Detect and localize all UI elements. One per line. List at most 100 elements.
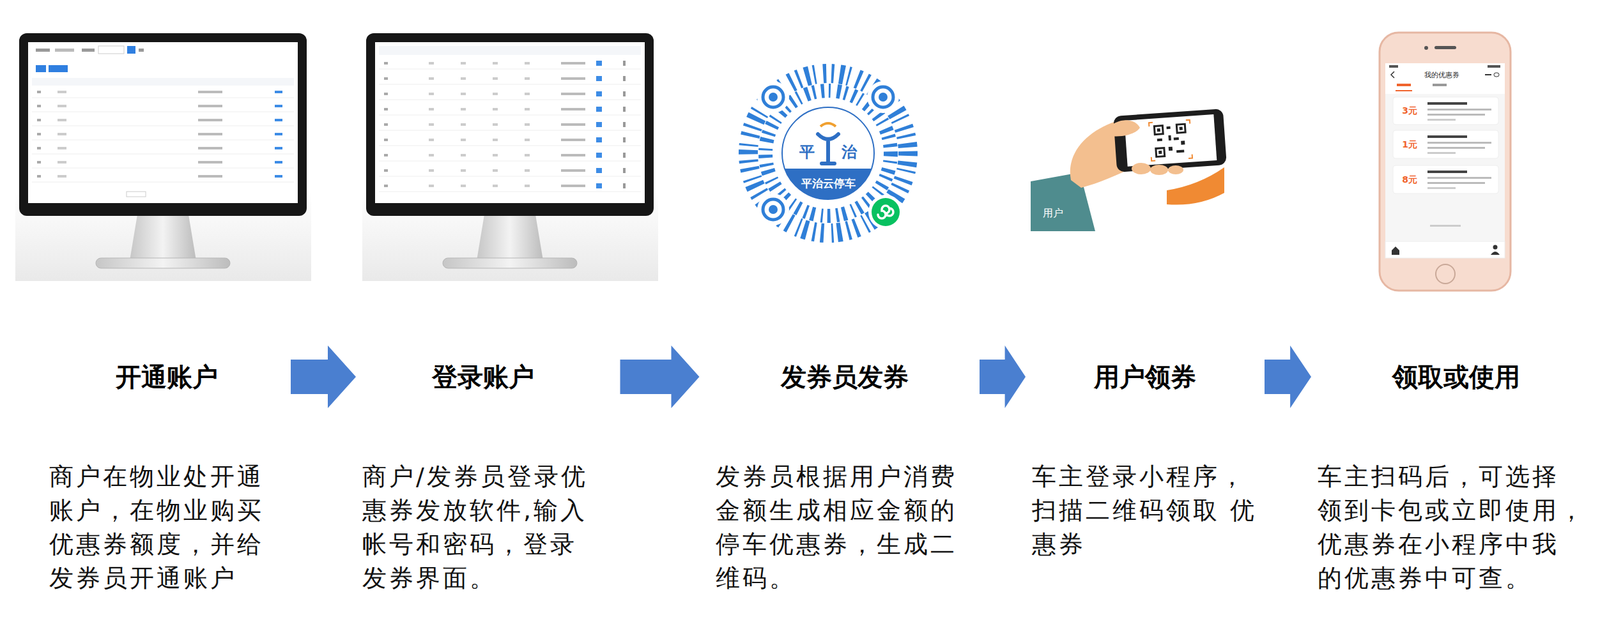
screen-row: [378, 76, 641, 85]
code-locator: [867, 81, 900, 114]
phone-screen: [1385, 63, 1505, 259]
screen-header: [31, 77, 294, 86]
screen-row: [378, 183, 641, 192]
tab-text: [1396, 83, 1411, 87]
illustration-label: 3元: [1401, 106, 1418, 116]
logo-figure: [817, 134, 839, 164]
step-description: 商户在物业处开通 账户，在物业购买 优惠券额度，并给 发券员开通账户: [49, 460, 285, 596]
scanning-phone: [1113, 108, 1227, 173]
menu-icon: [1493, 72, 1500, 77]
finger: [1168, 165, 1184, 175]
step-title: 登录账户: [362, 357, 604, 397]
screen-row: [31, 132, 294, 140]
illustration-label: 我的优惠券: [1424, 71, 1460, 79]
finger: [1150, 164, 1169, 176]
process-step: 用户领券车主登录小程序， 扫描二维码领取 优惠券: [1031, 357, 1259, 562]
load-more-hint: [1430, 224, 1461, 227]
flow-arrow: [1264, 345, 1312, 409]
step-title: 领取或使用: [1317, 357, 1595, 397]
code-locator: [757, 193, 790, 226]
illustration-label: 治: [841, 144, 857, 160]
logo-ground: [778, 103, 878, 204]
status-bar: [1389, 65, 1399, 68]
tab-text: [1432, 83, 1447, 87]
status-bar: [1487, 65, 1501, 68]
badge-symbol: [877, 205, 894, 219]
phone-speaker: [1434, 46, 1457, 50]
monitor-admin-list: [15, 33, 312, 282]
logo-band: [779, 168, 877, 202]
phone-camera: [1424, 46, 1429, 50]
home-button: [1435, 264, 1455, 284]
screen-row: [31, 90, 294, 98]
logo-arc: [820, 123, 836, 127]
screen-row: [378, 137, 641, 146]
code-ring: [765, 90, 891, 216]
screen-header: [1385, 63, 1505, 94]
process-step: 领取或使用车主扫码后，可选择 领到卡包或立即使用， 优惠券在小程序中我 的优惠券…: [1317, 357, 1595, 596]
process-step: 登录账户商户/发券员登录优 惠券发放软件,输入 帐号和密码，登录 发券界面。: [362, 357, 604, 596]
code-ring: [748, 73, 908, 234]
phone-frame: [1379, 32, 1511, 291]
screen-row: [378, 152, 641, 162]
hand-scanning: [1030, 108, 1227, 232]
flow-arrow: [979, 345, 1026, 409]
step-title: 开通账户: [49, 357, 285, 397]
screen-button: [35, 65, 47, 73]
screen-row: [31, 146, 294, 154]
screen-row: [31, 104, 294, 112]
mini-program-code: [736, 61, 921, 246]
screen-row: [31, 161, 294, 169]
flow-arrow: [620, 345, 700, 409]
process-step: 开通账户商户在物业处开通 账户，在物业购买 优惠券额度，并给 发券员开通账户: [49, 357, 285, 596]
step-description: 发券员根据用户消费 金额生成相应金额的 停车优惠券，生成二 维码。: [715, 460, 974, 596]
step-description: 车主登录小程序， 扫描二维码领取 优惠券: [1031, 460, 1259, 562]
back-arrow: [1391, 71, 1395, 78]
thumb: [1107, 120, 1140, 137]
screen-row: [378, 106, 641, 116]
screen-row: [378, 91, 641, 100]
screen-row: [378, 168, 641, 177]
illustration-label: 平治云停车: [801, 178, 856, 190]
process-step: 发券员发券发券员根据用户消费 金额生成相应金额的 停车优惠券，生成二 维码。: [715, 357, 974, 596]
screen-input: [98, 46, 124, 54]
screen-bar: [35, 48, 50, 52]
mini-program-badge: [871, 198, 900, 227]
screen-bar: [81, 48, 95, 52]
menu-icon: [1484, 74, 1492, 76]
finger: [1131, 162, 1151, 175]
screen-button: [127, 46, 136, 54]
step-title: 用户领券: [1031, 357, 1259, 397]
illustration-label: 8元: [1401, 175, 1418, 185]
user-icon: [1490, 251, 1500, 255]
illustration-label: 用户: [1042, 208, 1064, 219]
screen-row: [31, 118, 294, 126]
monitor-frame: [362, 33, 659, 282]
code-locator: [757, 81, 790, 114]
coupon-card: [1392, 165, 1499, 194]
home-icon: [1391, 246, 1400, 255]
screen-button: [48, 65, 68, 73]
screen-row: [378, 60, 641, 70]
badge-ground: [868, 194, 903, 230]
step-description: 车主扫码后，可选择 领到卡包或立即使用， 优惠券在小程序中我 的优惠券中可查。: [1317, 460, 1595, 596]
illustration-label: 1元: [1401, 139, 1418, 149]
step-title: 发券员发券: [715, 357, 974, 397]
coupon-card: [1392, 130, 1499, 159]
code-ground: [736, 61, 921, 246]
monitor-frame: [15, 33, 312, 282]
screen-row: [31, 175, 294, 183]
tab-underline: [1395, 90, 1413, 92]
screen-row: [378, 122, 641, 131]
user-icon: [1493, 245, 1498, 250]
illustration-label: 平: [799, 144, 815, 160]
tab-bar: [1385, 241, 1505, 259]
screen-pager: [126, 191, 146, 197]
monitor-coupon-list: [362, 33, 659, 282]
screen-header: [378, 46, 641, 55]
flow-arrow: [290, 345, 356, 409]
screen-bar: [54, 48, 75, 52]
step-description: 商户/发券员登录优 惠券发放软件,输入 帐号和密码，登录 发券界面。: [362, 460, 604, 596]
screen-bar: [138, 48, 144, 52]
